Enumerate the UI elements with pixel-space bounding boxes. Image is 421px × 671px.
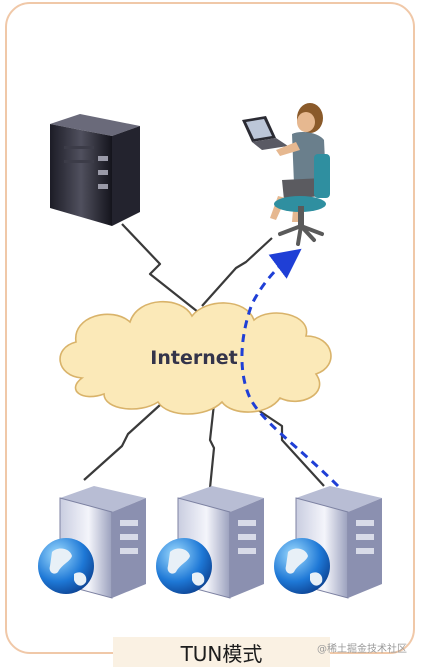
watermark: @稀土掘金技术社区 (317, 640, 407, 655)
internet-label: Internet (150, 347, 237, 369)
diagram-caption: TUN模式 (113, 637, 330, 667)
load-balancer-server-icon (50, 114, 140, 226)
